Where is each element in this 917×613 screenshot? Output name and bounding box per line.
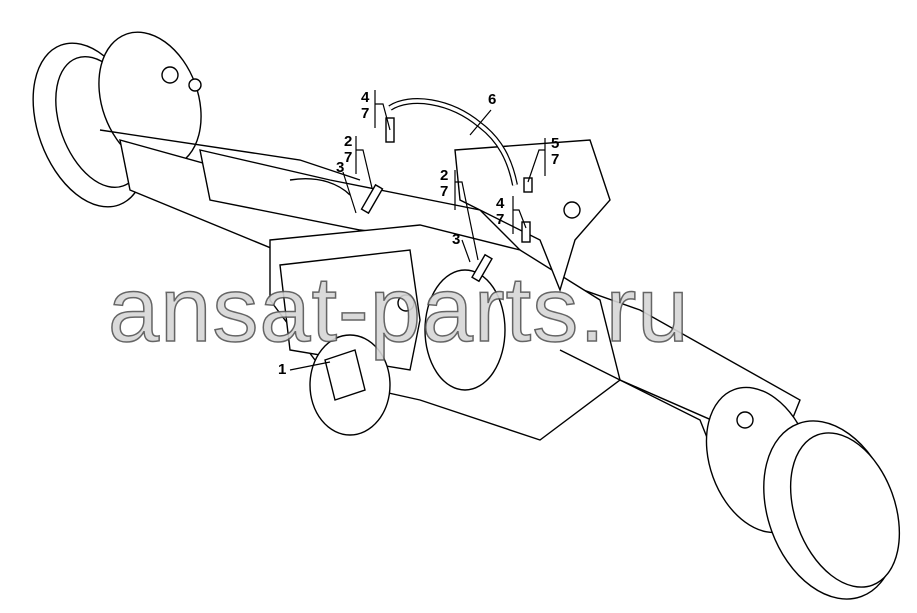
right-wheel-hub [705,386,901,600]
callout-quantity: 7 [361,105,370,122]
callout-number: 4 [361,89,370,106]
callout-quantity: 7 [551,151,560,168]
callout-number: 4 [496,195,505,212]
callout-quantity: 7 [496,211,505,228]
axle-housing [99,129,801,471]
hydraulic-hose-inner [389,99,517,186]
callout-number: 5 [551,135,560,152]
callout-6: 6 [488,91,497,108]
callout-3-left: 3 [336,159,345,176]
left-wheel-hub [32,31,202,208]
callout-1: 1 [278,361,287,378]
leader-lines [289,90,546,371]
callout-number: 2 [440,167,449,184]
callout-number: 2 [344,133,353,150]
callout-quantity: 7 [344,149,353,166]
watermark: ansat-parts.ru [107,258,690,362]
callout-quantity: 7 [440,183,449,200]
callout-3-right: 3 [452,231,461,248]
